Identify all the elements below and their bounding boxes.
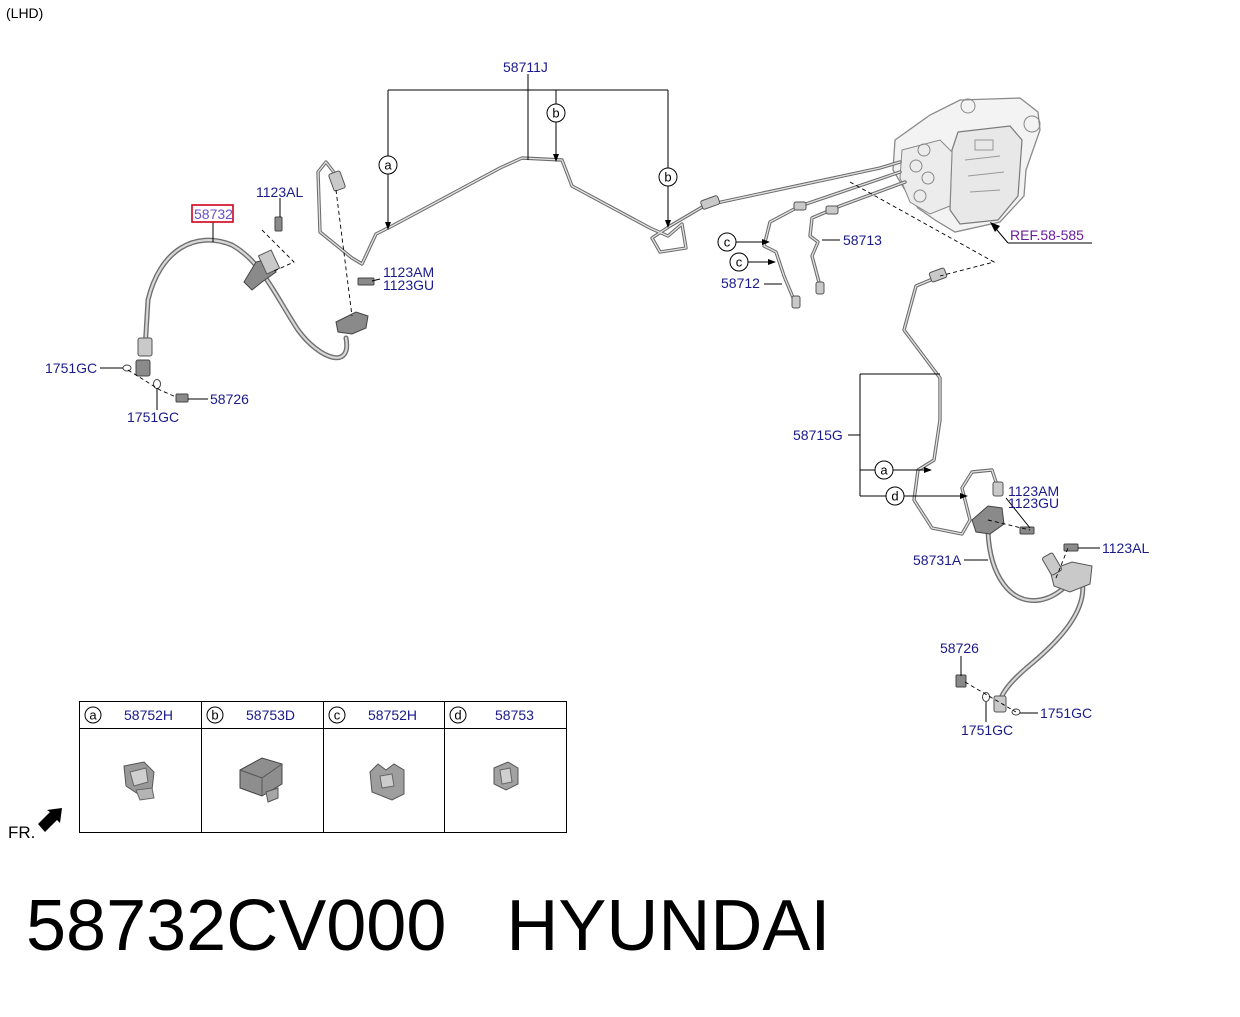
callout-b-top-mid: b (546, 103, 566, 123)
label-58726-left[interactable]: 58726 (210, 391, 249, 407)
legend-cell-d: d 58753 (449, 706, 534, 791)
legend-part-c[interactable]: 58752H (368, 707, 417, 723)
washer-1751GC-right-b (982, 692, 990, 702)
callout-circles: a b b c c a d (378, 103, 905, 506)
svg-text:d: d (891, 489, 898, 504)
bolt-1123AM-mid (357, 277, 375, 286)
legend-part-d[interactable]: 58753 (495, 707, 534, 723)
brake-pipe-58711J (316, 156, 902, 266)
caption-brand: HYUNDAI (506, 886, 831, 966)
callout-arrows (385, 154, 968, 499)
callout-a-right: a (874, 460, 894, 480)
bleeder-58726-left (175, 393, 189, 403)
bolt-1123AL-left (274, 216, 283, 232)
svg-text:b: b (211, 708, 218, 723)
label-1123AL-right[interactable]: 1123AL (1102, 540, 1149, 556)
front-direction-marker: FR. (8, 808, 62, 842)
clip-58752H-icon (369, 763, 405, 801)
label-58711J[interactable]: 58711J (503, 59, 548, 75)
label-ref-58-585[interactable]: REF.58-585 (1010, 227, 1084, 243)
clip-58753-icon (493, 761, 519, 791)
callout-b-top-right: b (658, 167, 678, 187)
callout-c-lower: c (729, 252, 749, 272)
label-1123AL-left[interactable]: 1123AL (256, 184, 303, 200)
label-1751GC-left-a[interactable]: 1751GC (45, 360, 97, 376)
svg-text:c: c (334, 708, 341, 723)
label-1123GU-mid[interactable]: 1123GU (383, 277, 434, 293)
label-1751GC-right-b[interactable]: 1751GC (961, 722, 1013, 738)
brake-line-diagram: (LHD) (6, 5, 1149, 842)
svg-text:c: c (724, 235, 731, 250)
clip-legend-table: a 58752H b 58753D c 58752H (79, 701, 567, 833)
bleeder-58726-right (955, 674, 967, 688)
label-58726-right[interactable]: 58726 (940, 640, 979, 656)
left-fasteners (122, 216, 375, 403)
leader-lines (100, 74, 1100, 722)
svg-text:a: a (880, 463, 888, 478)
callout-c-upper: c (717, 232, 737, 252)
part-labels: 58711J 58732 1123AL 1123AM 1123GU 1751GC… (45, 59, 1149, 738)
svg-text:b: b (664, 170, 671, 185)
brake-pipes-58712-58713 (762, 170, 907, 309)
assembly-dash-lines (127, 181, 1069, 713)
label-1123GU-right[interactable]: 1123GU (1008, 495, 1059, 511)
svg-text:b: b (552, 106, 559, 121)
label-1751GC-right-a[interactable]: 1751GC (1040, 705, 1092, 721)
legend-part-a[interactable]: 58752H (124, 707, 173, 723)
callout-d-right: d (885, 486, 905, 506)
legend-cell-b: b 58753D (206, 706, 295, 803)
washer-1751GC-left-b (153, 379, 161, 389)
label-58715G[interactable]: 58715G (793, 427, 843, 443)
variant-label: (LHD) (6, 5, 43, 21)
washer-1751GC-left-a (122, 364, 132, 372)
label-58732-selected[interactable]: 58732 (194, 206, 233, 222)
legend-cell-a: a 58752H (84, 706, 173, 801)
clip-58753D-icon (239, 757, 283, 803)
label-1751GC-left-b[interactable]: 1751GC (127, 409, 179, 425)
label-1123AM-right[interactable]: 1123AM (1008, 483, 1059, 499)
label-58713[interactable]: 58713 (843, 232, 882, 248)
svg-text:c: c (736, 255, 743, 270)
label-58731A[interactable]: 58731A (913, 552, 962, 568)
clip-58752H-icon (123, 761, 155, 801)
caption-part-number: 58732CV000 (26, 886, 447, 966)
brake-hose-58731A (955, 505, 1093, 716)
part-caption: 58732CV000 HYUNDAI (26, 890, 830, 962)
svg-text:a: a (384, 158, 392, 173)
selected-part-highlight (191, 204, 234, 223)
label-58712[interactable]: 58712 (721, 275, 760, 291)
svg-text:a: a (89, 708, 97, 723)
brake-hose-58732 (135, 237, 369, 377)
svg-text:d: d (454, 708, 461, 723)
front-label: FR. (8, 823, 35, 842)
callout-a-top: a (378, 155, 398, 175)
legend-part-b[interactable]: 58753D (246, 707, 295, 723)
front-arrow-icon (38, 808, 62, 832)
legend-cell-c: c 58752H (328, 706, 417, 801)
abs-module (892, 97, 1041, 233)
brake-pipe-58715G (902, 267, 1004, 536)
label-1123AM-mid[interactable]: 1123AM (383, 264, 434, 280)
bolt-1123AL-right (1063, 543, 1079, 552)
